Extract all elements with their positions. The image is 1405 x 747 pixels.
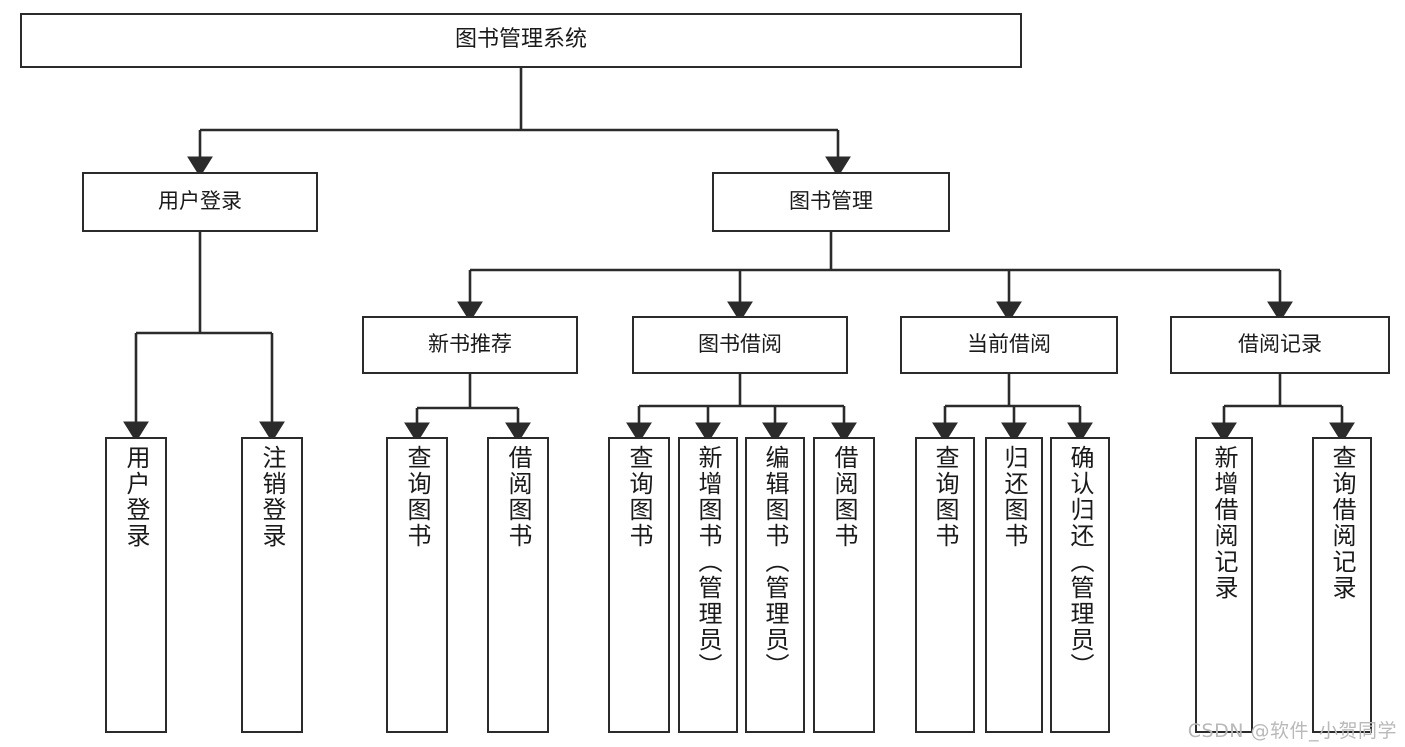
node-user-login-label: 用户登录	[158, 189, 242, 214]
node-current-borrow[interactable]: 当前借阅	[900, 316, 1118, 374]
node-book-borrow-label: 图书借阅	[698, 332, 782, 357]
leaf-query-book-current-label: 查询图书	[931, 445, 959, 549]
leaf-add-book-admin-label: 新增图书（管理员）	[694, 445, 722, 679]
leaf-borrow-book-label: 借阅图书	[830, 445, 858, 549]
leaf-logout-login-label: 注销登录	[258, 445, 286, 549]
node-book-borrow[interactable]: 图书借阅	[632, 316, 848, 374]
leaf-query-book-current[interactable]: 查询图书	[915, 437, 975, 733]
leaf-query-book-borrow[interactable]: 查询图书	[608, 437, 670, 733]
leaf-borrow-book-recommend[interactable]: 借阅图书	[487, 437, 549, 733]
node-user-login[interactable]: 用户登录	[82, 172, 318, 232]
leaf-query-book-borrow-label: 查询图书	[625, 445, 653, 549]
edges-bookmgmt-to-level3	[457, 232, 1293, 323]
leaf-add-book-admin[interactable]: 新增图书（管理员）	[678, 437, 738, 733]
node-book-management[interactable]: 图书管理	[712, 172, 950, 232]
edges-userlogin-to-leaves	[123, 232, 285, 443]
leaf-user-login[interactable]: 用户登录	[105, 437, 167, 733]
leaf-query-book-recommend[interactable]: 查询图书	[386, 437, 448, 733]
leaf-borrow-book-recommend-label: 借阅图书	[504, 445, 532, 549]
node-borrow-record[interactable]: 借阅记录	[1170, 316, 1390, 374]
leaf-confirm-return-admin[interactable]: 确认归还（管理员）	[1050, 437, 1110, 733]
node-root[interactable]: 图书管理系统	[20, 13, 1022, 68]
leaf-user-login-label: 用户登录	[122, 445, 150, 549]
node-borrow-record-label: 借阅记录	[1238, 332, 1322, 357]
leaf-logout-login[interactable]: 注销登录	[241, 437, 303, 733]
leaf-edit-book-admin-label: 编辑图书（管理员）	[761, 445, 789, 679]
leaf-add-borrow-record[interactable]: 新增借阅记录	[1195, 437, 1253, 733]
leaf-query-borrow-record[interactable]: 查询借阅记录	[1312, 437, 1372, 733]
node-root-label: 图书管理系统	[454, 27, 587, 53]
edges-record-to-leaves	[1211, 374, 1355, 444]
node-new-book-recommend[interactable]: 新书推荐	[362, 316, 578, 374]
node-book-management-label: 图书管理	[789, 189, 873, 214]
leaf-edit-book-admin[interactable]: 编辑图书（管理员）	[745, 437, 805, 733]
edges-borrow-to-leaves	[626, 374, 857, 444]
node-current-borrow-label: 当前借阅	[967, 332, 1051, 357]
edges-root-to-level2	[187, 68, 851, 178]
leaf-query-borrow-record-label: 查询借阅记录	[1328, 445, 1356, 601]
csdn-watermark: CSDN @软件_小贺同学	[1187, 720, 1397, 742]
leaf-query-book-recommend-label: 查询图书	[403, 445, 431, 549]
leaf-return-book-label: 归还图书	[1000, 445, 1028, 549]
leaf-return-book[interactable]: 归还图书	[985, 437, 1043, 733]
edges-current-to-leaves	[932, 374, 1093, 444]
leaf-confirm-return-admin-label: 确认归还（管理员）	[1066, 445, 1094, 679]
node-new-book-recommend-label: 新书推荐	[428, 332, 512, 357]
leaf-add-borrow-record-label: 新增借阅记录	[1210, 445, 1238, 601]
edges-recommend-to-leaves	[404, 374, 531, 444]
leaf-borrow-book[interactable]: 借阅图书	[813, 437, 875, 733]
